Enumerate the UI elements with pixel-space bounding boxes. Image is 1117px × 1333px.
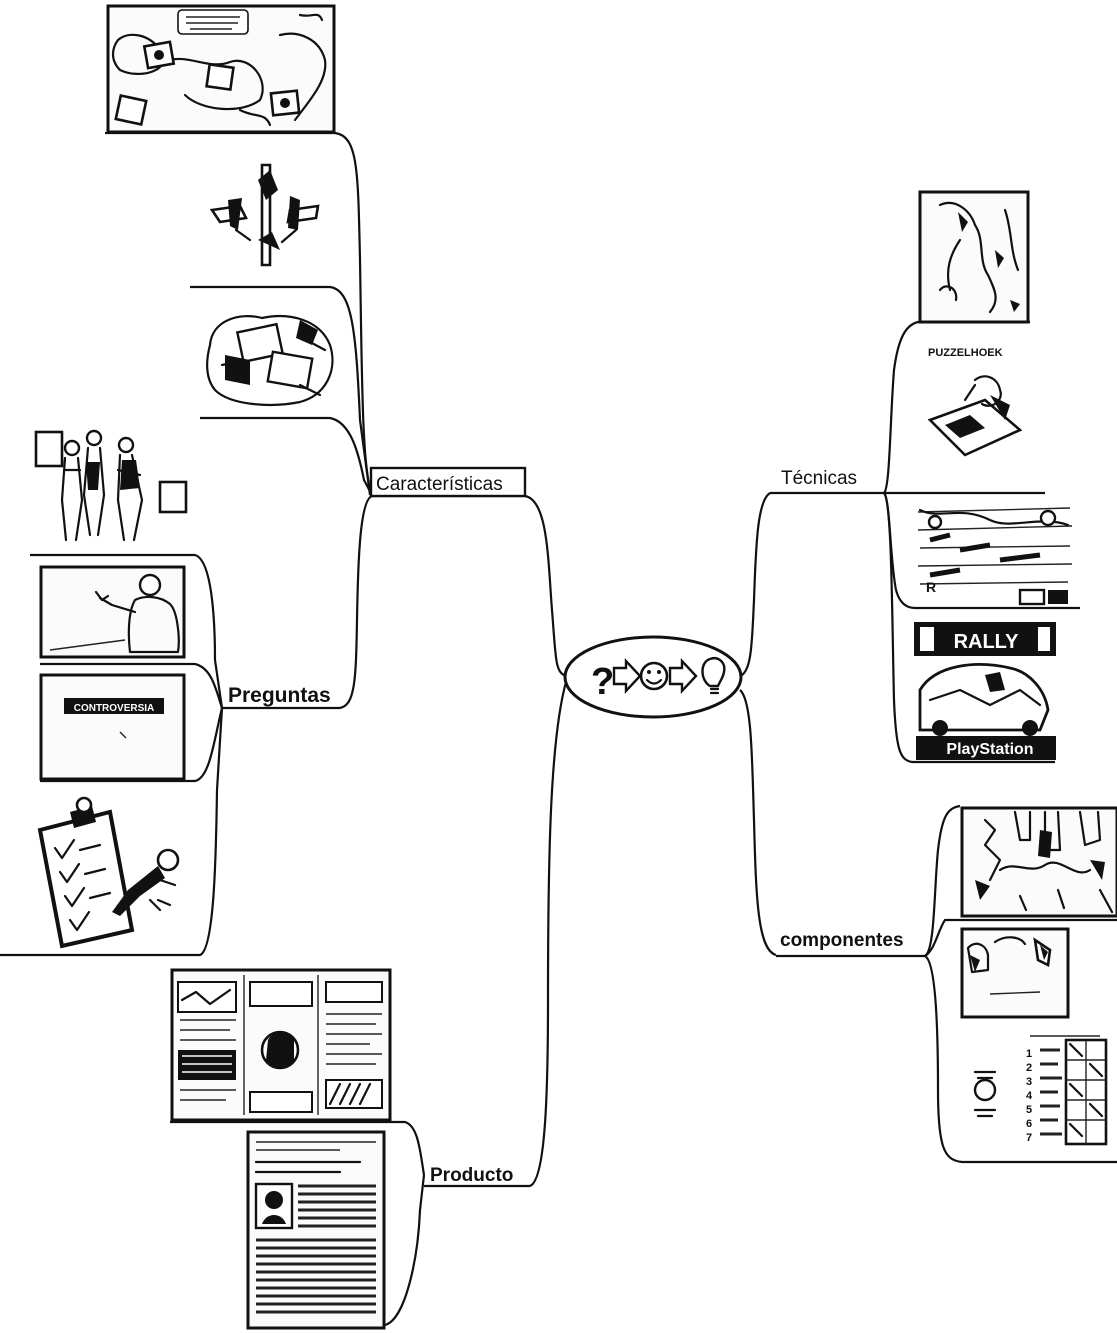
line-comp-img3 [924, 955, 1117, 1164]
image-presenter [39, 565, 186, 659]
image-puzzle-pieces [209, 163, 320, 267]
rally-text: RALLY [954, 631, 1019, 653]
central-node: ? [563, 635, 743, 719]
line-comp-center [739, 689, 777, 957]
puzzelhoek-text: PUZZELHOEK [928, 347, 1003, 359]
line-preg-img4 [0, 707, 224, 957]
line-preg-img3 [40, 707, 224, 783]
line-comp-img1 [924, 804, 961, 957]
line-preg-img1 [30, 553, 224, 709]
line-car-center [524, 494, 567, 678]
line-car-img3 [200, 416, 373, 496]
line-comp-img2 [924, 918, 1117, 957]
image-building-map [960, 806, 1117, 918]
image-rally-playstation: RALLY PlayStation [914, 622, 1056, 760]
image-newsletter [170, 968, 392, 1122]
controversia-text: CONTROVERSIA [74, 703, 155, 714]
branch-label-tecnicas: Técnicas [781, 468, 857, 489]
number-column: 1 2 3 4 5 6 7 [1026, 1048, 1033, 1144]
line-tec-img4 [883, 492, 1055, 764]
arrow-right-icon [612, 657, 642, 695]
line-prod-img2 [384, 1174, 426, 1327]
list-number: 3 [1026, 1076, 1032, 1088]
line-prod-img1 [170, 1120, 426, 1176]
image-map-puzzle [106, 4, 336, 134]
list-number: 5 [1026, 1104, 1032, 1116]
image-europe-map [918, 190, 1030, 324]
image-clipboard-checklist [37, 796, 180, 949]
line-tec-center [739, 492, 771, 678]
caracteristicas-node: Características [369, 466, 527, 498]
image-board-game: R [917, 507, 1073, 606]
svg-text:R: R [926, 579, 936, 595]
line-tec-img1 [883, 320, 1030, 494]
label-box [369, 466, 527, 498]
playstation-text: PlayStation [946, 741, 1033, 758]
arrow-right-icon [668, 657, 698, 695]
line-car-img1 [105, 131, 374, 496]
list-number: 4 [1026, 1090, 1033, 1102]
branch-label-preguntas: Preguntas [228, 684, 331, 707]
question-mark-icon: ? [591, 661, 614, 703]
line-preg-img2 [40, 662, 224, 709]
list-number: 1 [1026, 1048, 1032, 1060]
list-number: 7 [1026, 1132, 1032, 1144]
line-car-img2 [190, 285, 372, 496]
list-number: 6 [1026, 1118, 1032, 1130]
branch-label-caracteristicas: Características [376, 474, 503, 495]
image-sketch-card [960, 927, 1070, 1019]
image-newspaper-article [246, 1130, 386, 1330]
image-hands-puzzle [206, 315, 334, 406]
connector-lines [0, 131, 1117, 1327]
smiley-icon [639, 661, 669, 691]
branch-label-producto: Producto [430, 1165, 513, 1186]
image-controversia: CONTROVERSIA [39, 673, 186, 781]
image-numbered-list: 1 2 3 4 5 6 7 [973, 1035, 1108, 1146]
image-puzzelhoek: PUZZELHOEK [927, 347, 1023, 457]
line-preg-car [339, 494, 373, 710]
lightbulb-icon [701, 657, 726, 695]
image-people-talking [34, 429, 188, 542]
branch-label-componentes: componentes [780, 930, 904, 951]
line-prod-center [529, 681, 568, 1188]
list-number: 2 [1026, 1062, 1032, 1074]
